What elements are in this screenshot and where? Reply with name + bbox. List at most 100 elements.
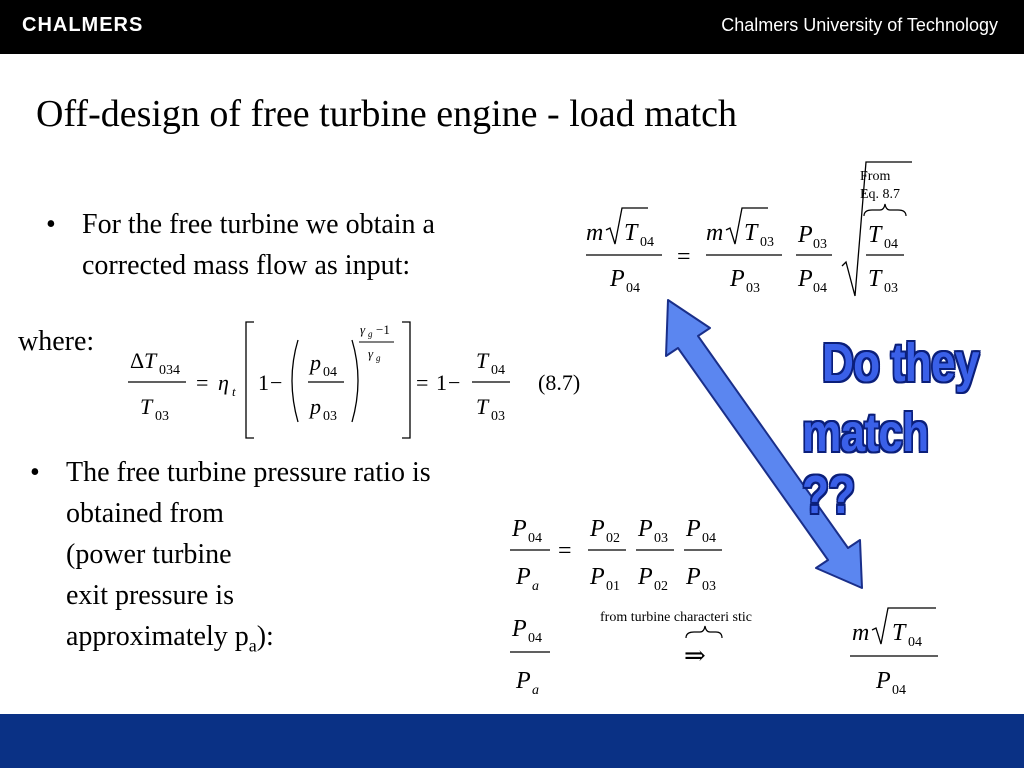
svg-text:034: 034: [159, 363, 180, 378]
bullet-line: approximately pa):: [66, 621, 274, 656]
svg-text:P: P: [511, 516, 527, 542]
svg-text:03: 03: [155, 409, 169, 424]
svg-text:03: 03: [491, 409, 505, 424]
svg-text:=: =: [196, 370, 208, 395]
svg-text:P: P: [511, 616, 527, 642]
svg-text:p: p: [308, 394, 321, 419]
bullet-dot: •: [46, 209, 56, 240]
svg-text:02: 02: [654, 579, 668, 594]
svg-text:a: a: [532, 579, 539, 594]
svg-text:T: T: [868, 266, 883, 292]
svg-text:=: =: [558, 538, 572, 564]
pressure-ratio-equation: P 04 P a = P 02 P 01 P 03 P 02 P 04 P 03: [510, 516, 722, 594]
svg-text:=: =: [416, 370, 428, 395]
svg-text:T: T: [144, 348, 158, 373]
svg-text:T: T: [140, 394, 154, 419]
svg-text:04: 04: [884, 237, 898, 252]
svg-text:P: P: [515, 564, 531, 590]
svg-text:03: 03: [654, 531, 668, 546]
from-turbine-characteristic-label: from turbine characteri stic: [600, 610, 752, 625]
svg-text:03: 03: [760, 235, 774, 250]
svg-text:04: 04: [813, 281, 827, 296]
svg-text:P: P: [589, 516, 605, 542]
svg-text:T: T: [624, 220, 639, 246]
svg-text:γ: γ: [360, 322, 366, 337]
svg-text:g: g: [368, 329, 373, 339]
svg-text:1: 1: [258, 370, 269, 395]
bullet-pressure-ratio: • The free turbine pressure ratio is obt…: [30, 452, 431, 667]
svg-text:=: =: [677, 244, 691, 270]
svg-text:γ: γ: [368, 346, 374, 361]
bullet-line: For the free turbine we obtain a: [82, 209, 435, 240]
svg-text:03: 03: [323, 409, 337, 424]
svg-text:P: P: [589, 564, 605, 590]
svg-text:03: 03: [702, 579, 716, 594]
svg-text:T: T: [868, 222, 883, 248]
svg-text:T: T: [744, 220, 759, 246]
svg-text:P: P: [729, 266, 745, 292]
svg-text:03: 03: [884, 281, 898, 296]
match-arrow: [665, 299, 863, 589]
bullet-line: The free turbine pressure ratio is: [66, 457, 431, 488]
svg-text:04: 04: [528, 631, 542, 646]
svg-text:m: m: [852, 620, 869, 646]
bullet-corrected-mass-flow: • For the free turbine we obtain a corre…: [46, 204, 435, 286]
svg-text:04: 04: [323, 365, 337, 380]
chalmers-logo: CHALMERS: [22, 14, 144, 36]
corrected-mass-flow-equation: m T 04 P 04 = m T 03 P 03 P 03 P 04 From…: [586, 161, 912, 297]
svg-text:1: 1: [436, 370, 447, 395]
svg-text:T: T: [476, 348, 490, 373]
footer-bar: [0, 714, 1024, 768]
svg-text:P: P: [515, 668, 531, 694]
svg-text:−: −: [448, 370, 460, 395]
svg-text:T: T: [892, 620, 907, 646]
bullet-line: exit pressure is: [66, 580, 234, 611]
svg-text:04: 04: [640, 235, 654, 250]
svg-text:⇒: ⇒: [684, 641, 706, 670]
svg-text:04: 04: [702, 531, 716, 546]
do-they-match-callout: Do they: [822, 333, 979, 393]
svg-text:m: m: [586, 220, 603, 246]
svg-text:P: P: [797, 266, 813, 292]
implication-equation: P 04 P a from turbine characteri stic ⇒ …: [510, 607, 938, 698]
do-they-match-callout: match ??: [802, 403, 929, 525]
temperature-ratio-equation: Δ T 034 T 03 = η t 1 − p 04 p 03 γ g −1 …: [128, 321, 580, 439]
svg-text:p: p: [308, 350, 321, 375]
bullet-line: obtained from: [66, 498, 224, 529]
header-bar: CHALMERS Chalmers University of Technolo…: [0, 0, 1024, 54]
bullet-line: corrected mass flow as input:: [82, 250, 411, 281]
svg-text:P: P: [875, 668, 891, 694]
svg-text:04: 04: [626, 281, 640, 296]
equation-number: (8.7): [538, 370, 580, 395]
svg-text:m: m: [706, 220, 723, 246]
svg-text:P: P: [609, 266, 625, 292]
svg-text:−: −: [270, 370, 282, 395]
svg-text:P: P: [797, 222, 813, 248]
svg-text:P: P: [637, 516, 653, 542]
from-eq-label: From: [860, 169, 890, 184]
svg-text:P: P: [637, 564, 653, 590]
svg-text:01: 01: [606, 579, 620, 594]
svg-text:t: t: [232, 384, 236, 399]
slide-title: Off-design of free turbine engine - load…: [36, 93, 737, 135]
svg-text:04: 04: [491, 363, 505, 378]
svg-text:04: 04: [892, 683, 906, 698]
university-name: Chalmers University of Technology: [721, 15, 998, 35]
svg-text:P: P: [685, 516, 701, 542]
svg-text:02: 02: [606, 531, 620, 546]
svg-text:g: g: [376, 353, 381, 363]
svg-text:η: η: [218, 370, 229, 395]
where-label: where:: [18, 326, 95, 357]
svg-text:a: a: [532, 683, 539, 698]
bullet-line: (power turbine: [66, 539, 232, 570]
svg-text:T: T: [476, 394, 490, 419]
svg-text:03: 03: [813, 237, 827, 252]
from-eq-label: Eq. 8.7: [860, 187, 900, 202]
svg-text:04: 04: [528, 531, 542, 546]
svg-text:P: P: [685, 564, 701, 590]
svg-text:04: 04: [908, 635, 922, 650]
bullet-dot: •: [30, 457, 40, 488]
svg-text:Δ: Δ: [130, 348, 144, 373]
svg-text:−1: −1: [376, 322, 390, 337]
svg-text:03: 03: [746, 281, 760, 296]
